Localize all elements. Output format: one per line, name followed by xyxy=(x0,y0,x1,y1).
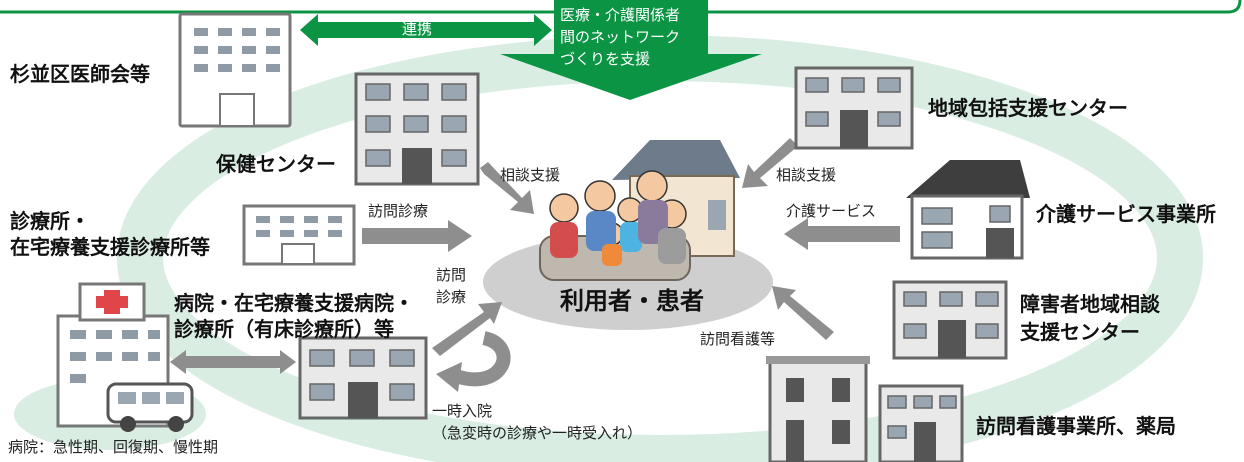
top-frame-line xyxy=(0,0,1242,14)
houkatsu-building-icon xyxy=(794,66,914,150)
arrow-byoin-double xyxy=(170,350,296,374)
family-people-icon xyxy=(539,170,691,281)
arrow-hoken xyxy=(480,162,534,214)
renkei-label: 連携 xyxy=(402,20,433,38)
pharmacy-building-icon xyxy=(878,384,964,462)
houmon-kango-label: 訪問看護事業所、薬局 xyxy=(976,414,1176,438)
support-label: 医療・介護関係者 間のネットワーク づくりを支援 xyxy=(560,6,681,68)
hoken-building-icon xyxy=(354,72,480,186)
kaigo-service-label: 介護サービス xyxy=(786,202,877,220)
arrow-shinryojo xyxy=(362,220,472,252)
soudan-right-label: 相談支援 xyxy=(776,166,837,184)
ambulance-icon xyxy=(106,382,194,432)
houmon-shinryo-label: 訪問診療 xyxy=(368,202,429,220)
arrow-kango xyxy=(772,286,834,340)
shinryojo-label: 診療所・ 在宅療養支援診療所等 xyxy=(10,209,210,259)
houmon-kango-arrow-label: 訪問看護等 xyxy=(700,330,776,348)
arrow-return xyxy=(436,331,511,392)
support-down-arrow xyxy=(500,0,762,100)
shogai-label: 障害者地域相談 支援センター xyxy=(1020,292,1160,344)
byoin-building-icon xyxy=(298,336,428,420)
ishikai-label: 杉並区医師会等 xyxy=(10,62,150,86)
kaigo-jigyosho-label: 介護サービス事業所 xyxy=(1036,202,1216,226)
kaigo-house-icon xyxy=(906,160,1030,260)
hospital-caption: 病院：急性期、回復期、慢性期 xyxy=(8,438,219,456)
byoin-label: 病院・在宅療養支援病院・ 診療所（有床診療所）等 xyxy=(174,291,414,341)
shinryojo-building-icon xyxy=(242,204,356,266)
hospital-area xyxy=(14,282,206,450)
ichiji-label: 一時入院 （急変時の診療や一時受入れ） xyxy=(432,402,643,442)
gray-arrows xyxy=(170,138,900,392)
center-label: 利用者・患者 xyxy=(560,287,704,315)
arrow-kaigo xyxy=(784,218,900,250)
kango-tall-building-icon xyxy=(766,356,870,462)
renkei-double-arrow xyxy=(300,14,552,46)
hoken-label: 保健センター xyxy=(216,152,336,176)
arrow-houkatsu xyxy=(742,138,798,188)
arrow-byoin xyxy=(432,302,502,356)
shogai-building-icon xyxy=(892,280,1008,360)
ishikai-building-icon xyxy=(178,12,292,128)
soudan-left-label: 相談支援 xyxy=(500,166,561,184)
houkatsu-label: 地域包括支援センター xyxy=(928,96,1128,120)
houmon-shinryo2-label: 訪問 診療 xyxy=(436,266,467,306)
